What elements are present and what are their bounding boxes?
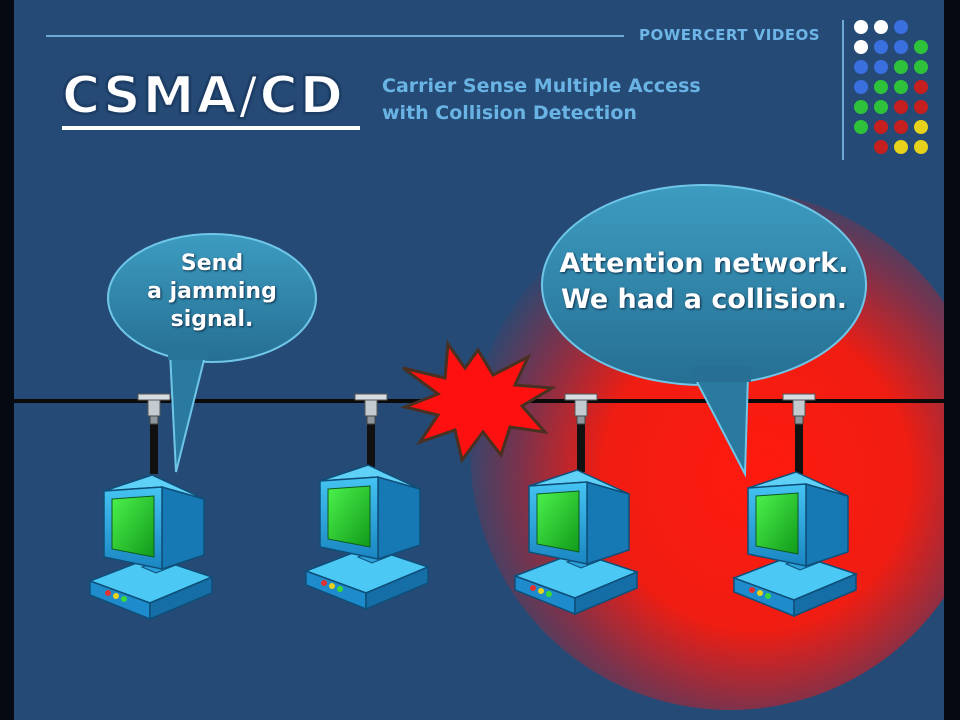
computer-icon [305, 464, 429, 610]
subtitle-line-1: Carrier Sense Multiple Access [382, 75, 701, 97]
logo-dot-grid [852, 18, 936, 156]
bubble-left-line-2: a jamming [147, 279, 277, 304]
t-connector-icon [782, 393, 816, 425]
drop-cable-4 [795, 412, 803, 474]
bubble-right-line-1: Attention network. [559, 248, 849, 279]
page-subtitle: Carrier Sense Multiple Access with Colli… [382, 73, 701, 127]
drop-cable-1 [150, 412, 158, 474]
t-connector-icon [137, 393, 171, 425]
drop-cable-2 [367, 412, 375, 468]
speech-bubble-right [541, 184, 867, 478]
subtitle-line-2: with Collision Detection [382, 102, 637, 124]
bubble-left-line-3: signal. [170, 307, 254, 332]
header-rule [46, 35, 624, 37]
bubble-right-line-2: We had a collision. [561, 284, 847, 315]
page-title: CSMA/CD [61, 65, 345, 127]
computer-icon [514, 469, 638, 615]
bubble-left-line-1: Send [180, 251, 244, 276]
header-divider [842, 20, 844, 160]
drop-cable-3 [577, 412, 585, 472]
title-underline [62, 126, 360, 130]
speech-bubble-left [107, 233, 317, 473]
bubble-left-text: Send a jamming signal. [130, 250, 294, 334]
t-connector-icon [564, 393, 598, 425]
brand-label: POWERCERT VIDEOS [639, 26, 821, 44]
bubble-right-text: Attention network. We had a collision. [554, 246, 854, 318]
computer-icon [89, 474, 213, 620]
t-connector-icon [354, 393, 388, 425]
computer-icon [733, 471, 857, 617]
collision-burst-icon [400, 339, 557, 464]
